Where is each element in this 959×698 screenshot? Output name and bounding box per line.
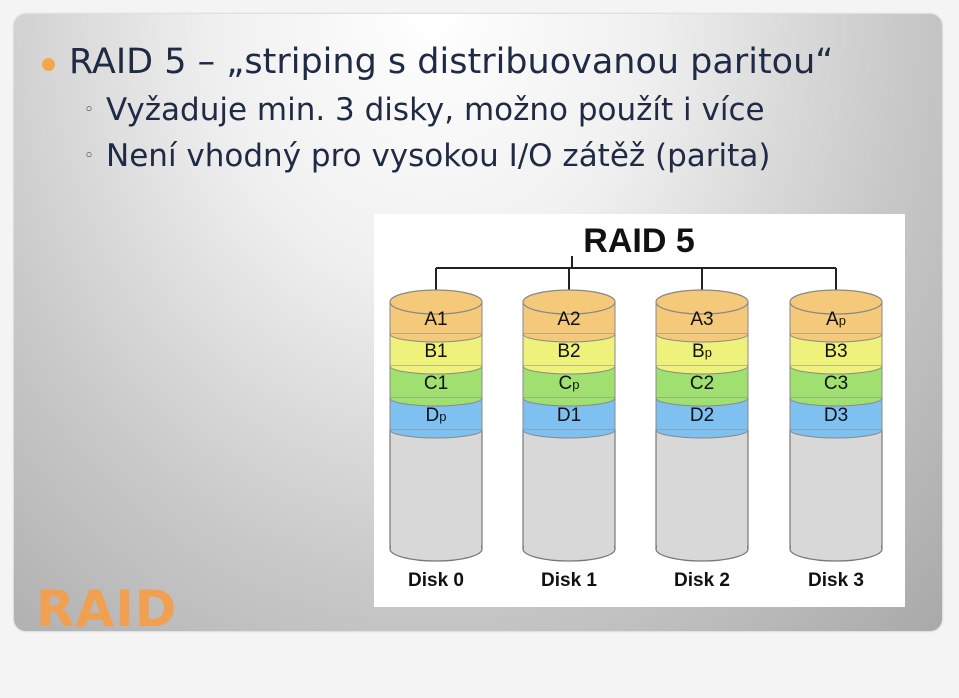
block-label: D3 (824, 405, 848, 426)
stripe-band-curve (655, 365, 749, 375)
disk-label: Disk 1 (541, 570, 597, 591)
sub-bullet-marker-icon: ◦ (84, 100, 95, 120)
block-label: B2 (557, 341, 580, 362)
diagram-title: RAID 5 (583, 222, 694, 260)
stripe-band-curve (389, 397, 483, 407)
disk-label: Disk 2 (674, 570, 730, 591)
sub-bullet-text: Vyžaduje min. 3 disky, možno použít i ví… (106, 92, 765, 128)
stripe-band-curve (789, 333, 883, 343)
disk-top (389, 289, 483, 315)
block-label: Dp (426, 405, 447, 426)
stripe-band-curve (789, 429, 883, 439)
footer-title: RAID (36, 580, 178, 631)
stripe-band-curve (789, 397, 883, 407)
disk-body-fill (791, 535, 881, 549)
disk-top (789, 289, 883, 315)
stripe-band-curve (655, 397, 749, 407)
disk-label: Disk 3 (808, 570, 864, 591)
block-label: C3 (824, 373, 848, 394)
block-label: D2 (690, 405, 714, 426)
sub-bullet-marker-icon: ◦ (84, 146, 95, 166)
sub-bullet-1: ◦ Vyžaduje min. 3 disky, možno použít i … (84, 92, 765, 128)
block-label: Ap (826, 309, 846, 330)
block-label: B1 (424, 341, 447, 362)
title-bullet: RAID 5 – „striping s distribuovanou pari… (42, 42, 833, 82)
block-label: A1 (424, 309, 447, 330)
block-label: D1 (557, 405, 581, 426)
sub-bullet-2: ◦ Není vhodný pro vysokou I/O zátěž (par… (84, 138, 770, 174)
stripe-band-curve (522, 365, 616, 375)
disk-body-fill (657, 535, 747, 549)
title-bullet-text: RAID 5 – „striping s distribuovanou pari… (69, 42, 834, 82)
block-label: C1 (424, 373, 448, 394)
block-label: Bp (692, 341, 712, 362)
bullet-dot-icon (42, 57, 55, 71)
disk-body (389, 429, 483, 550)
disk-body-fill (524, 535, 614, 549)
stripe-band-curve (655, 429, 749, 439)
disk-label: Disk 0 (408, 570, 464, 591)
disk-body (655, 429, 749, 550)
disk-body-fill (391, 535, 481, 549)
stripe-band-curve (389, 365, 483, 375)
block-label: B3 (824, 341, 847, 362)
stripe-band-curve (789, 365, 883, 375)
block-label: C2 (690, 373, 714, 394)
stripe-band-curve (522, 429, 616, 439)
stripe-band-curve (522, 333, 616, 343)
disk-top (655, 289, 749, 315)
sub-bullet-text: Není vhodný pro vysokou I/O zátěž (parit… (106, 138, 771, 174)
block-label: Cp (559, 373, 580, 394)
block-label: A3 (690, 309, 713, 330)
disk-top (522, 289, 616, 315)
block-label: A2 (557, 309, 580, 330)
disk-body (789, 429, 883, 550)
disk-body (522, 429, 616, 550)
stripe-band-curve (389, 429, 483, 439)
stripe-band-curve (655, 333, 749, 343)
stripe-band-curve (522, 397, 616, 407)
stripe-band-curve (389, 333, 483, 343)
